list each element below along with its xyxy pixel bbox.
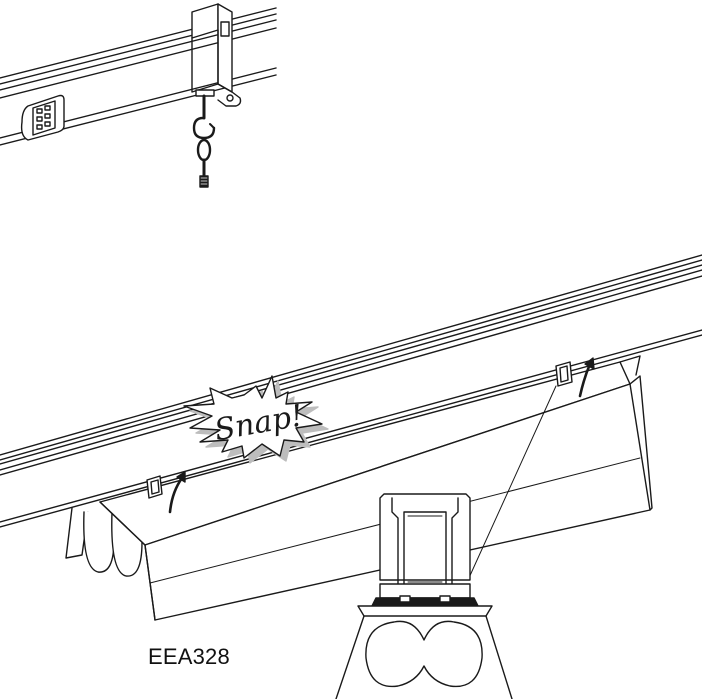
figure-caption: EEA328 [148,644,230,669]
snap-clip-right [555,357,595,398]
snap-callout: Snap! [183,375,329,464]
hanger-bracket [191,3,242,107]
detail-leader-line [467,385,557,581]
hook-and-chain [192,94,216,188]
snap-clip-left [146,471,186,514]
fixture-housing [99,355,653,621]
rail-connector-plate [20,94,65,141]
bottom-rail [0,254,702,528]
cross-section-detail [335,493,513,699]
